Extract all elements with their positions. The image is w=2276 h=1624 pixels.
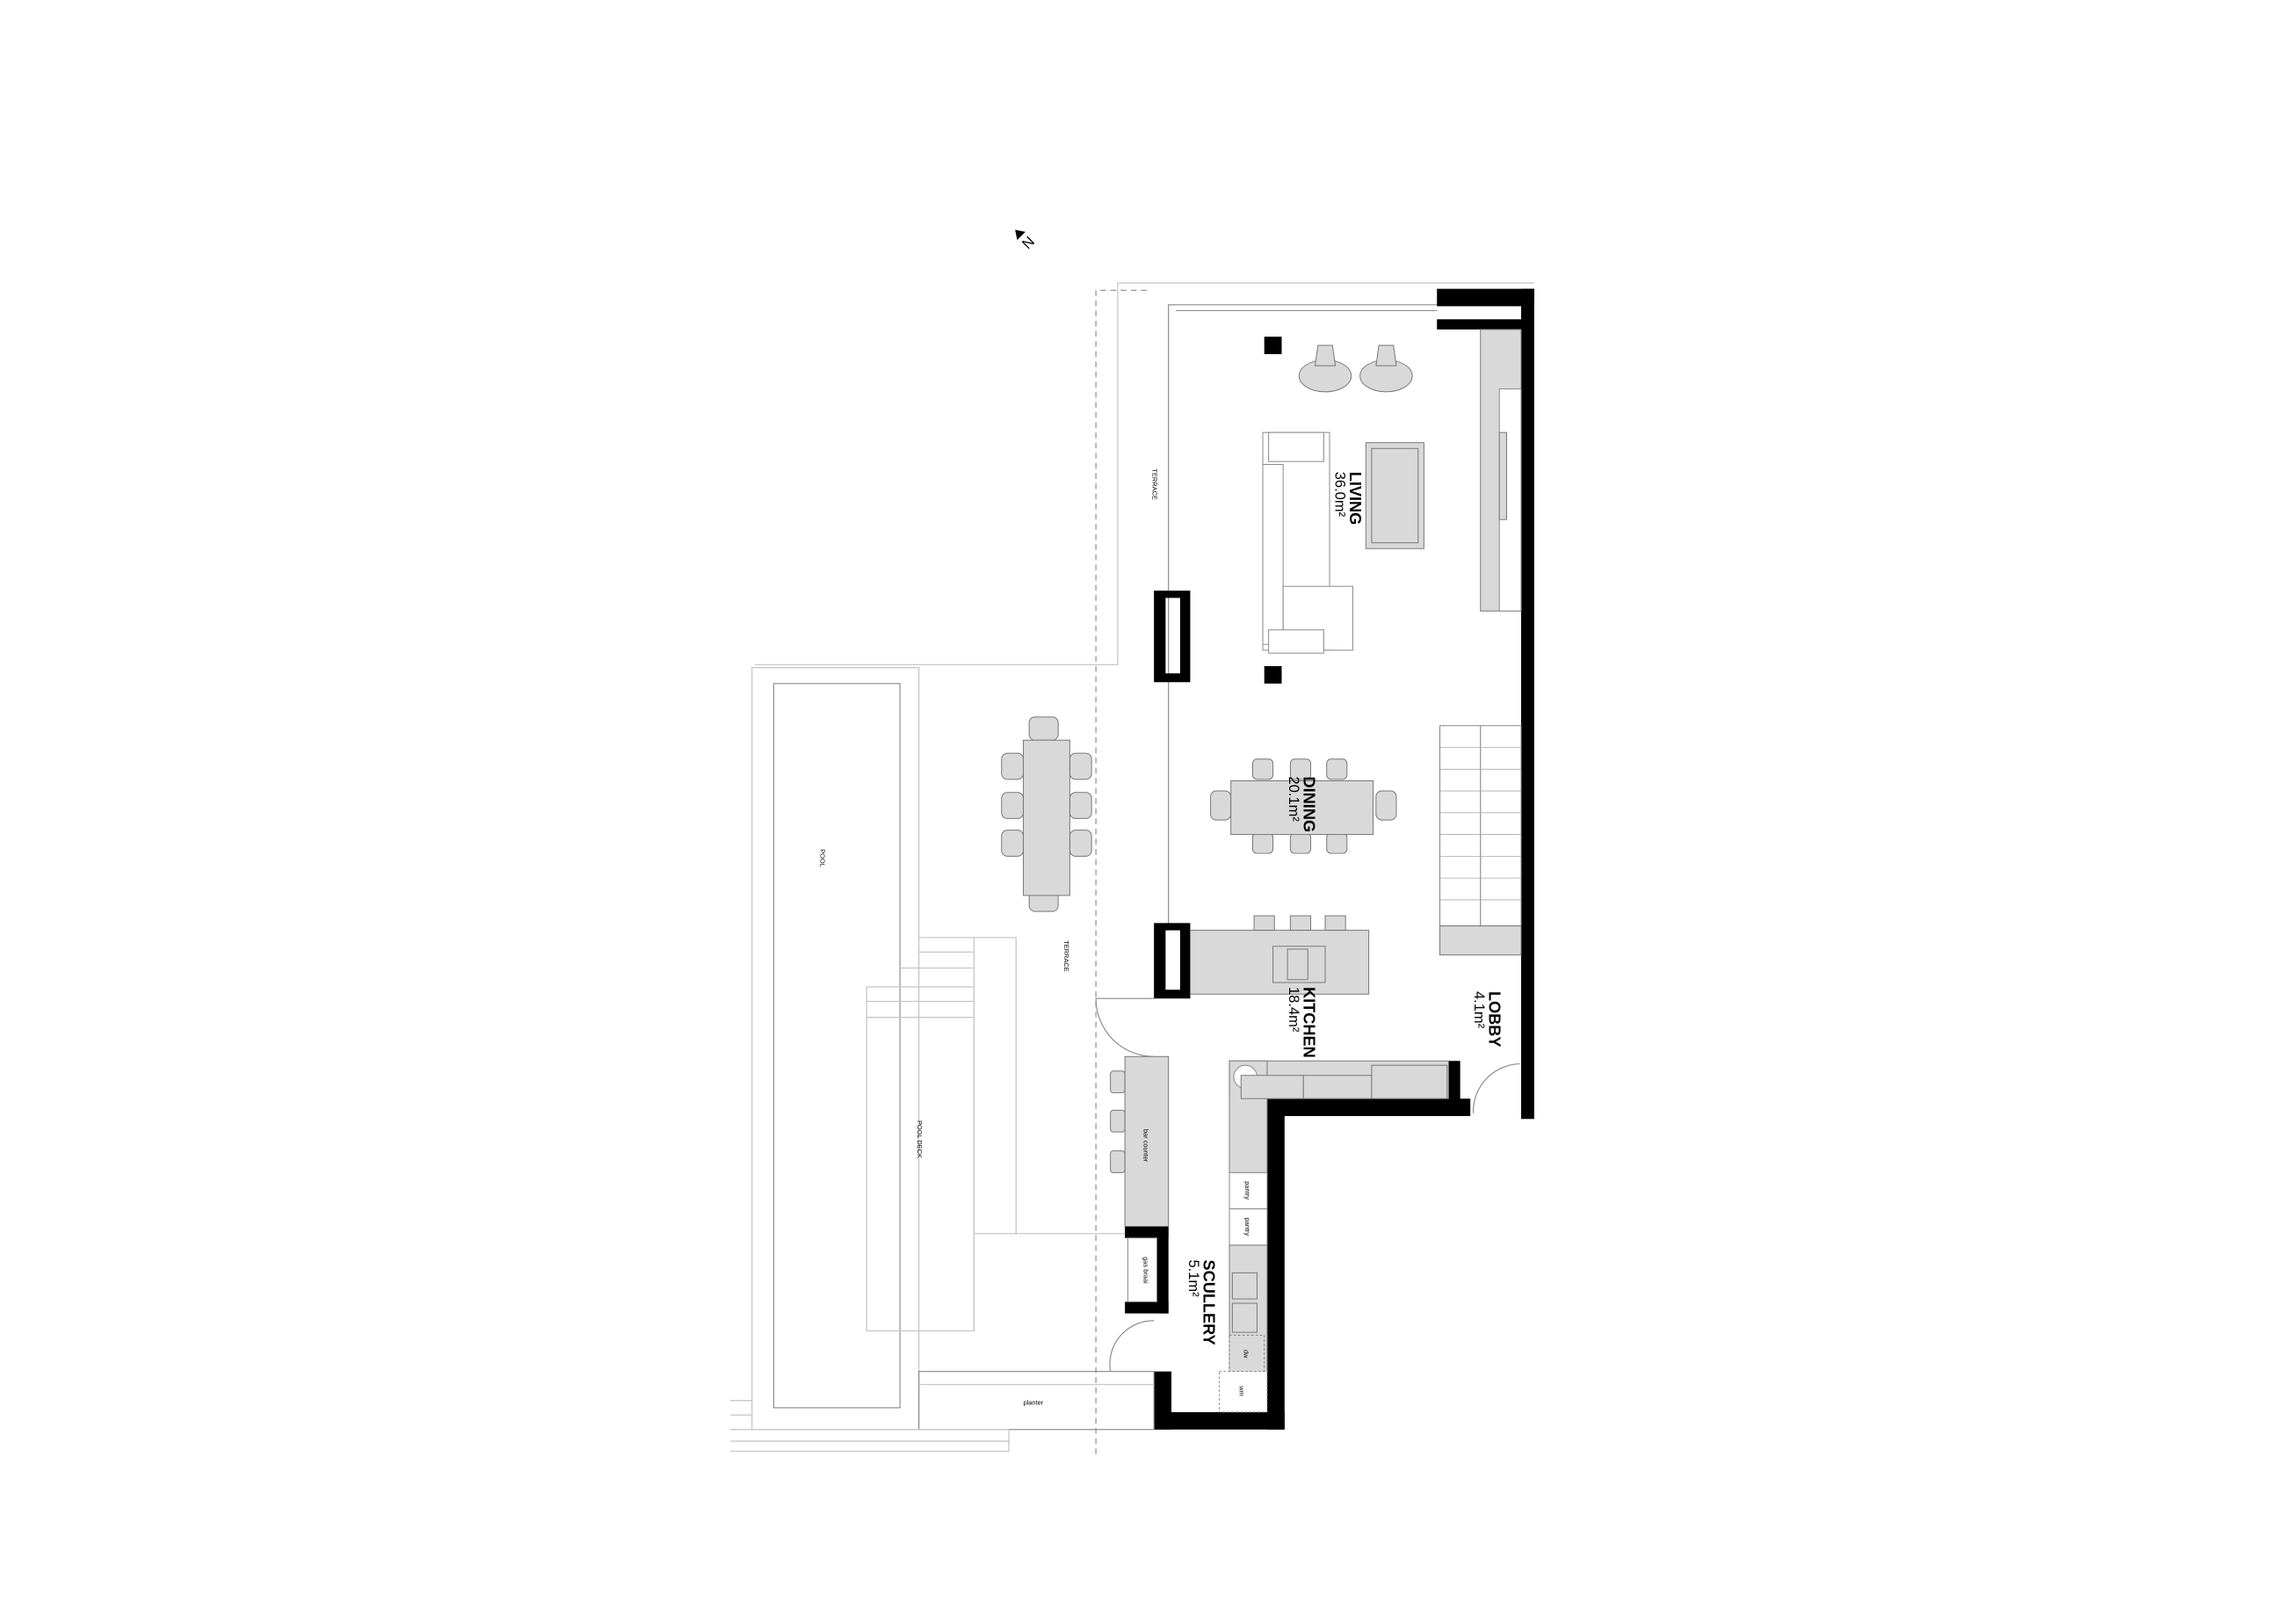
svg-text:36.0m²: 36.0m² — [1332, 472, 1348, 518]
outdoor-dining-table — [1001, 716, 1092, 912]
kitchen-counter: pantry pantry — [1229, 1060, 1449, 1246]
svg-text:4.1m²: 4.1m² — [1471, 991, 1487, 1029]
pool-area: POOL POOL DECK planter TERRACE TERRACE — [729, 468, 1159, 1453]
washing-machine-label: wm — [1238, 1385, 1246, 1396]
site-outline — [755, 282, 1534, 1454]
room-label-scullery: SCULLERY 5.1m² — [1185, 1259, 1218, 1345]
coffee-table — [1365, 442, 1424, 549]
fireplace-unit — [1480, 329, 1522, 612]
room-label-lobby: LOBBY 4.1m² — [1471, 991, 1504, 1048]
walls — [1125, 288, 1534, 1430]
armchairs — [1298, 344, 1413, 393]
svg-text:SCULLERY: SCULLERY — [1200, 1259, 1217, 1345]
pool-label: POOL — [818, 849, 826, 867]
doors — [1095, 997, 1520, 1372]
north-arrow-icon: N — [1015, 229, 1038, 252]
dishwasher-label: dw — [1243, 1350, 1250, 1359]
staircase — [1439, 725, 1522, 956]
north-label: N — [1019, 234, 1038, 252]
room-label-living: LIVING 36.0m² — [1332, 472, 1365, 526]
bar-counter-label: bar counter — [1142, 1129, 1150, 1163]
dining-table — [1210, 758, 1397, 854]
svg-text:DINING: DINING — [1300, 777, 1317, 833]
svg-text:18.4m²: 18.4m² — [1286, 987, 1301, 1033]
kitchen-island — [1189, 915, 1370, 995]
svg-text:KITCHEN: KITCHEN — [1300, 987, 1317, 1058]
room-label-dining: DINING 20.1m² — [1286, 777, 1318, 833]
planter-label: planter — [1024, 1399, 1044, 1407]
svg-text:20.1m²: 20.1m² — [1286, 777, 1301, 823]
pantry-label-1: pantry — [1243, 1181, 1251, 1200]
svg-text:LOBBY: LOBBY — [1486, 991, 1504, 1048]
svg-text:5.1m²: 5.1m² — [1185, 1259, 1201, 1297]
svg-text:LIVING: LIVING — [1346, 472, 1364, 526]
pantry-label-2: pantry — [1243, 1218, 1251, 1236]
sofa — [1262, 431, 1353, 654]
scullery-fittings: dw wm — [1218, 1244, 1268, 1413]
room-label-kitchen: KITCHEN 18.4m² — [1286, 987, 1318, 1058]
terrace-label-upper: TERRACE — [1151, 468, 1159, 500]
bar-counter: bar counter gas braai — [1110, 1055, 1170, 1302]
gas-braai-label: gas braai — [1142, 1257, 1150, 1284]
pool-deck-label: POOL DECK — [916, 1120, 924, 1158]
terrace-label-lower: TERRACE — [1062, 940, 1070, 972]
